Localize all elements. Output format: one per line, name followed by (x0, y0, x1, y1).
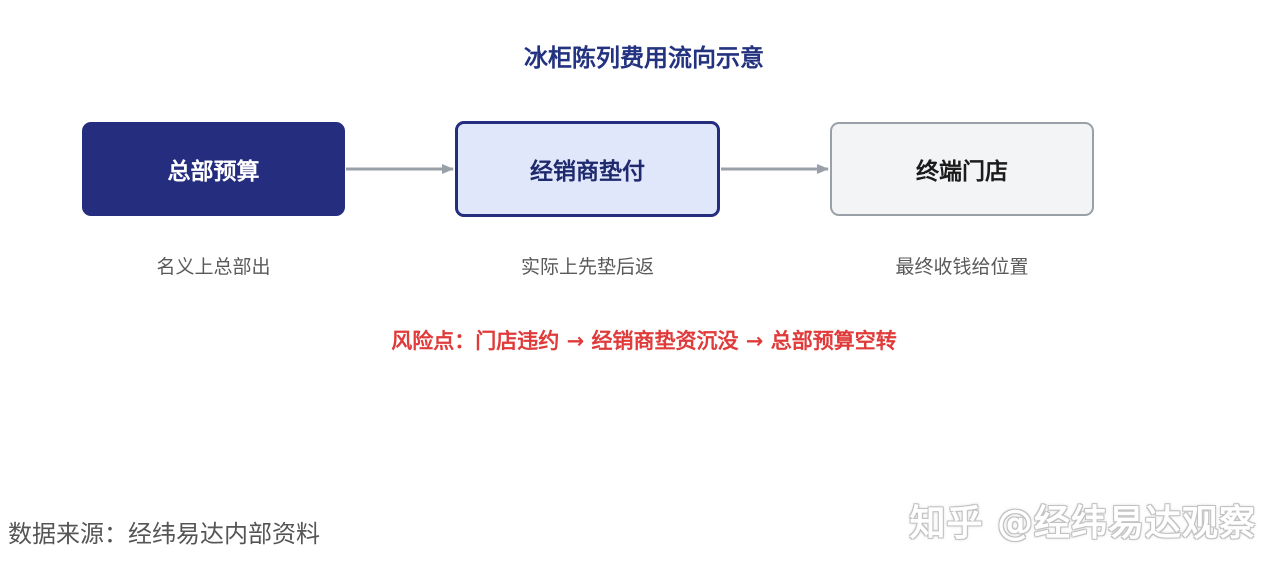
caption-hq: 名义上总部出 (156, 256, 271, 278)
node-dealer-advance: 经销商垫付 (455, 121, 720, 217)
watermark: 知乎 @经纬易达观察 (909, 503, 1256, 544)
caption-store: 最终收钱给位置 (895, 256, 1029, 278)
caption-dealer: 实际上先垫后返 (520, 256, 654, 278)
risk-note: 风险点：门店违约 → 经销商垫资沉没 → 总部预算空转 (391, 329, 897, 353)
node-hq-budget-label: 总部预算 (167, 159, 260, 185)
node-terminal-store-label: 终端门店 (916, 159, 1008, 185)
node-terminal-store: 终端门店 (830, 122, 1094, 216)
node-dealer-advance-label: 经销商垫付 (530, 159, 645, 185)
data-source-note: 数据来源：经纬易达内部资料 (8, 520, 320, 548)
node-hq-budget: 总部预算 (82, 122, 345, 216)
diagram-title: 冰柜陈列费用流向示意 (524, 44, 764, 72)
